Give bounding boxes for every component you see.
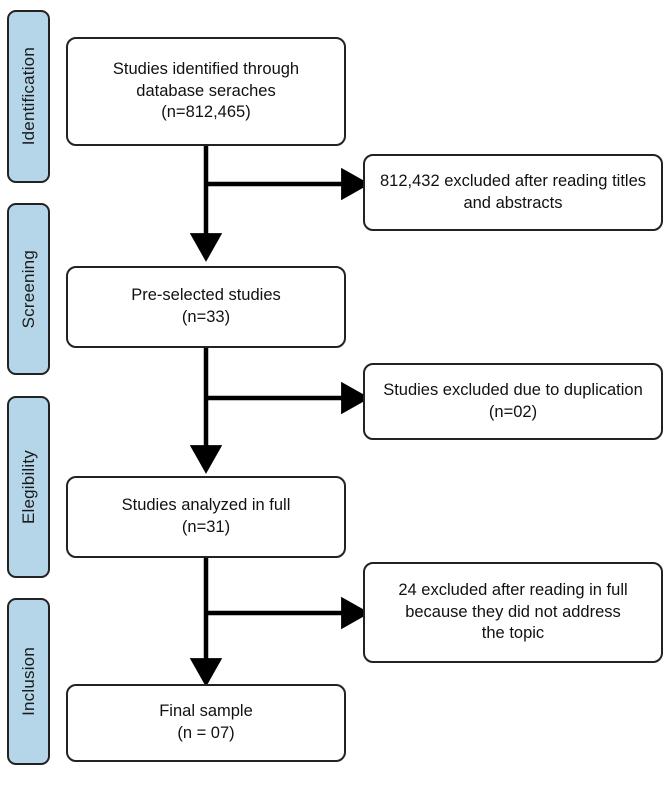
box-final-sample: Final sample (n = 07) <box>66 684 346 762</box>
stage-label-inclusion-text: Inclusion <box>18 647 38 716</box>
box-excluded-duplication-text: Studies excluded due to duplication (n=0… <box>383 380 643 421</box>
box-excluded-duplication: Studies excluded due to duplication (n=0… <box>363 363 663 440</box>
box-excluded-full-text-text: 24 excluded after reading in full becaus… <box>398 580 628 643</box>
stage-label-eligibility-text: Elegibility <box>18 449 38 524</box>
stage-label-screening-text: Screening <box>18 249 38 329</box>
stage-label-identification-text: Identification <box>18 47 38 146</box>
stage-label-screening: Screening <box>7 203 50 375</box>
stage-label-inclusion: Inclusion <box>7 598 50 765</box>
stage-label-eligibility: Elegibility <box>7 396 50 578</box>
box-studies-analyzed-in-full: Studies analyzed in full (n=31) <box>66 476 346 558</box>
box-excluded-titles-abstracts: 812,432 excluded after reading titles an… <box>363 154 663 231</box>
box-excluded-titles-abstracts-text: 812,432 excluded after reading titles an… <box>379 171 646 212</box>
box-studies-analyzed-in-full-text: Studies analyzed in full (n=31) <box>121 496 291 536</box>
box-studies-identified: Studies identified through database sera… <box>66 37 346 146</box>
stage-label-identification: Identification <box>7 10 50 183</box>
box-pre-selected-studies-text: Pre-selected studies (n=33) <box>131 286 281 326</box>
box-final-sample-text: Final sample (n = 07) <box>159 702 253 742</box>
box-excluded-full-text: 24 excluded after reading in full becaus… <box>363 562 663 663</box>
box-pre-selected-studies: Pre-selected studies (n=33) <box>66 266 346 348</box>
box-studies-identified-text: Studies identified through database sera… <box>112 59 300 122</box>
